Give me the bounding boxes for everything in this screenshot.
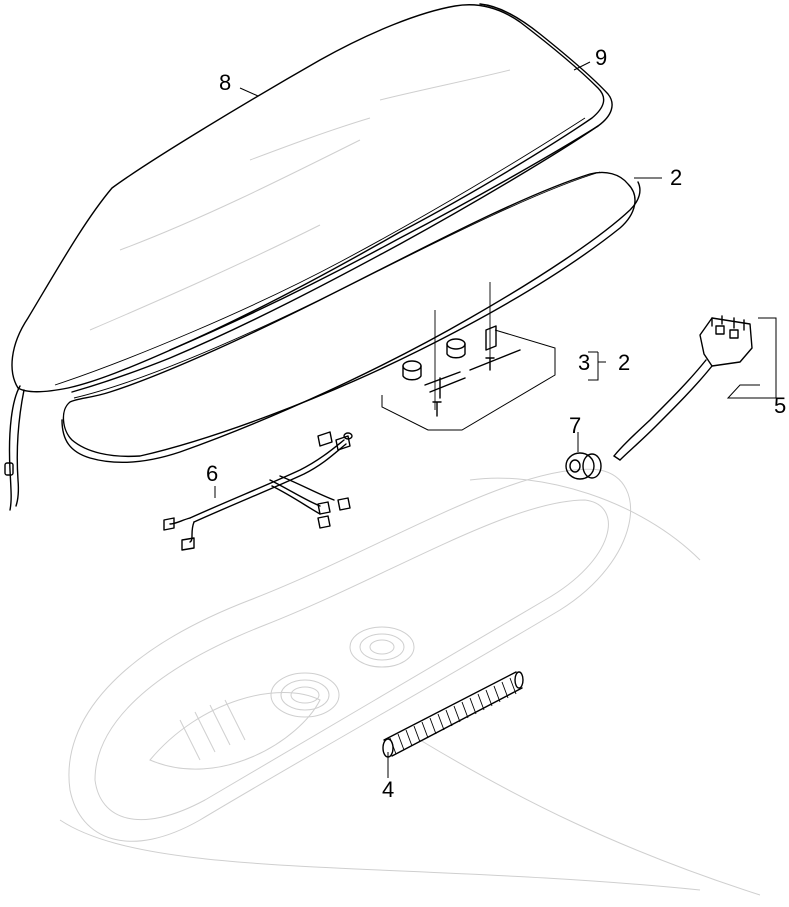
part-2-board-top bbox=[61, 171, 641, 463]
part-4-spring bbox=[382, 671, 524, 778]
part-8-board-cover bbox=[4, 4, 605, 511]
part-7-grommet bbox=[565, 432, 602, 480]
callout-part-6: 6 bbox=[206, 461, 218, 486]
callout-part-5: 5 bbox=[774, 393, 786, 418]
part-5-socket-cord bbox=[613, 315, 777, 461]
leader-3-2 bbox=[588, 351, 606, 381]
callout-part-4: 4 bbox=[382, 777, 394, 802]
ghost-ironing-board bbox=[59, 468, 761, 896]
callout-part-2-top: 2 bbox=[670, 165, 682, 190]
leader-8 bbox=[239, 87, 259, 97]
callout-part-2-bracket: 2 bbox=[618, 350, 630, 375]
callout-part-9: 9 bbox=[595, 45, 607, 70]
part-9-foam-pad bbox=[71, 3, 613, 393]
callout-part-3: 3 bbox=[578, 350, 590, 375]
part-3-bracket-assembly bbox=[381, 282, 556, 431]
callout-part-7: 7 bbox=[569, 413, 581, 438]
part-6-wiring-harness bbox=[163, 431, 353, 551]
leader-9 bbox=[573, 61, 591, 71]
callout-part-8: 8 bbox=[219, 70, 231, 95]
